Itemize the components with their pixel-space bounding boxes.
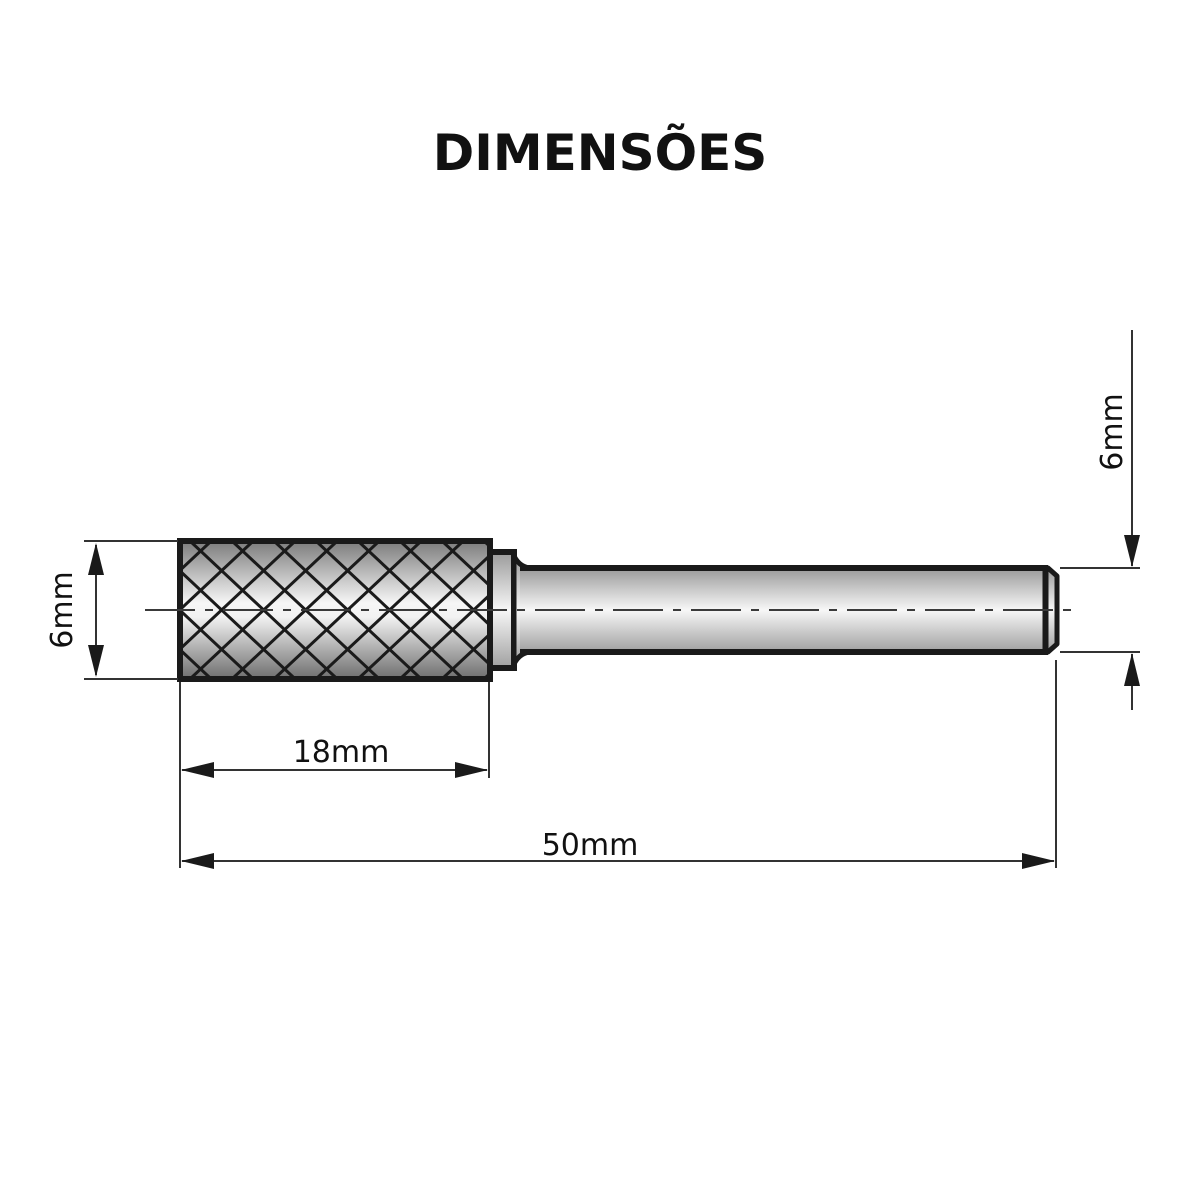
head-length-label: 18mm (293, 735, 390, 770)
shank-diameter-label: 6mm (1095, 393, 1130, 471)
total-length-label: 50mm (542, 828, 639, 863)
extension-lines (179, 660, 1057, 868)
shank-diameter-dimension (1060, 330, 1140, 710)
total-length-dimension (181, 853, 1055, 869)
head-length-dimension (181, 762, 488, 778)
page-title: DIMENSÕES (432, 124, 768, 182)
head-diameter-dimension (84, 540, 178, 680)
head-diameter-label: 6mm (45, 571, 80, 649)
